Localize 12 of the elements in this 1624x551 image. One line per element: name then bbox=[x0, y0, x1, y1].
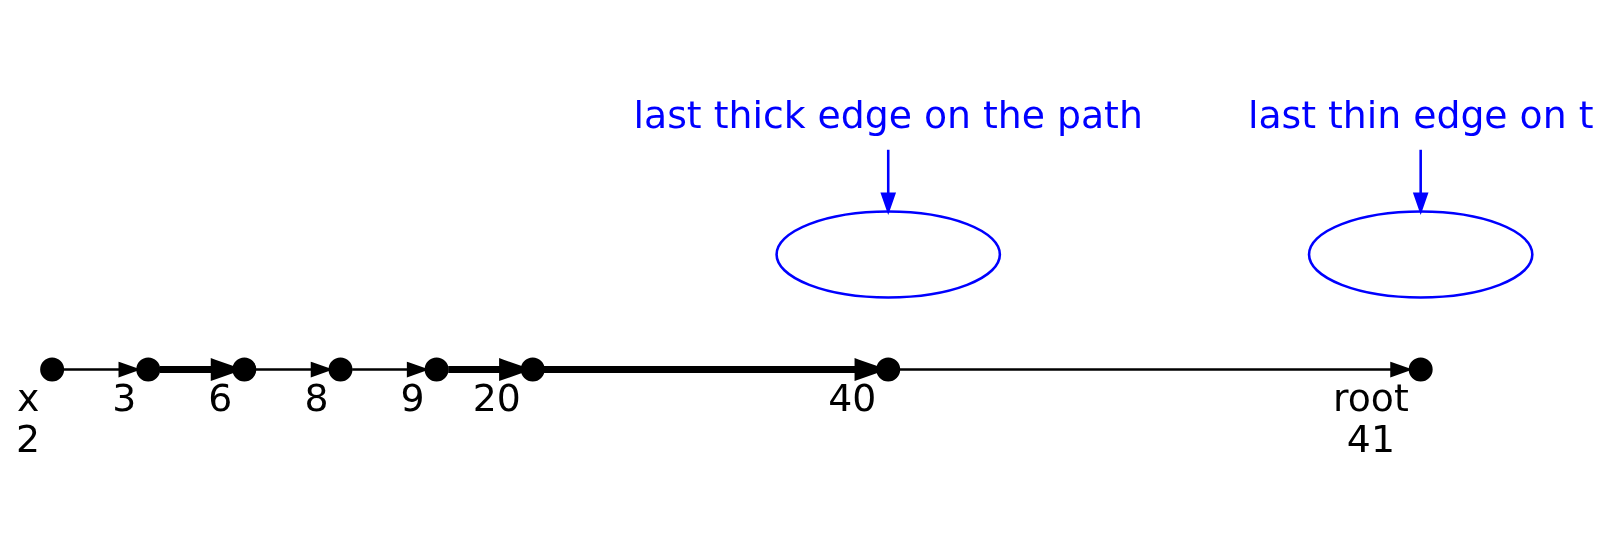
node-label: 8 bbox=[304, 375, 329, 420]
node-label: 9 bbox=[400, 375, 425, 420]
node-label: root bbox=[1333, 375, 1409, 420]
node-label: 3 bbox=[112, 375, 137, 420]
node-label: 40 bbox=[828, 375, 877, 420]
node-label: 6 bbox=[208, 375, 233, 420]
node-label: 2 bbox=[16, 417, 41, 462]
node-label: x bbox=[16, 375, 40, 420]
node-text: last thick edge on the path bbox=[633, 93, 1143, 138]
node-label: 41 bbox=[1346, 417, 1395, 462]
node-label: 20 bbox=[472, 375, 521, 420]
node-text: last thin edge on t bbox=[1247, 93, 1594, 138]
